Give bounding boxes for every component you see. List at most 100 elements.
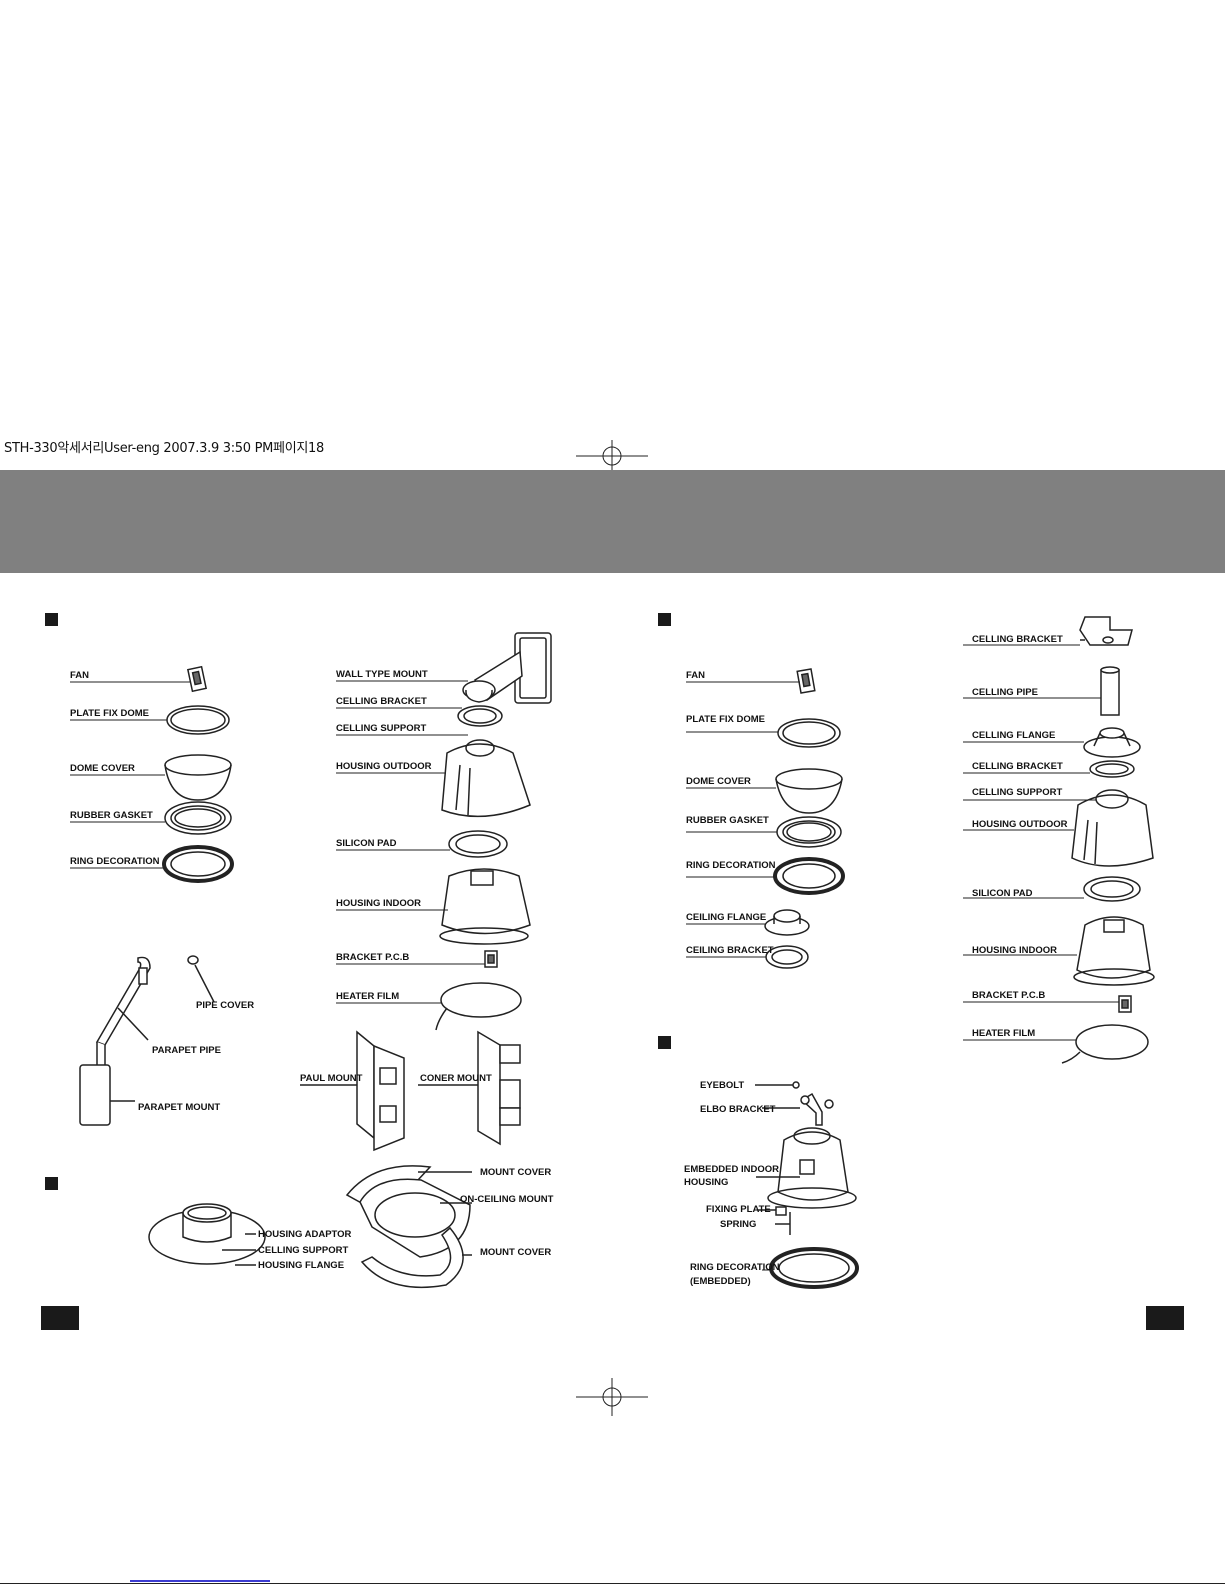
celling-flange-drawing — [1083, 727, 1141, 758]
rubber-gasket-b-drawing — [776, 816, 842, 848]
label-spring: SPRING — [720, 1219, 757, 1230]
label-ceiling-flange-b: CEILING FLANGE — [686, 912, 767, 923]
dome-cover-a-drawing — [164, 754, 232, 801]
label-coner-mount: CONER MOUNT — [420, 1073, 492, 1084]
ring-decoration-embedded-drawing — [762, 1247, 859, 1289]
label-housing-indoor-a: HOUSING INDOOR — [336, 898, 421, 909]
label-parapet-pipe: PARAPET PIPE — [152, 1045, 221, 1056]
housing-outdoor-c-drawing — [1071, 789, 1154, 867]
housing-indoor-c-drawing — [1073, 916, 1155, 986]
label-dome-cover-a: DOME COVER — [70, 763, 135, 774]
parapet-pipe-drawing — [79, 956, 151, 1126]
label-bracket-pcb-a: BRACKET P.C.B — [336, 952, 410, 963]
fan-a-drawing — [186, 665, 208, 693]
label-silicon-pad-a: SILICON PAD — [336, 838, 397, 849]
page-tab-left — [41, 1306, 79, 1330]
leader-lines-a — [70, 681, 190, 869]
label-parapet-mount: PARAPET MOUNT — [138, 1102, 221, 1113]
label-plate-fix-dome-b: PLATE FIX DOME — [686, 714, 765, 725]
plate-fix-dome-b-drawing — [777, 718, 841, 748]
dome-cover-b-drawing — [775, 768, 843, 814]
coner-mount-drawing — [418, 1030, 521, 1146]
label-ceiling-bracket-b: CEILING BRACKET — [686, 945, 774, 956]
label-eyebolt: EYEBOLT — [700, 1080, 745, 1091]
label-pipe-cover: PIPE COVER — [196, 1000, 255, 1011]
footer-rule — [0, 1583, 1225, 1584]
heater-film-a-drawing — [435, 982, 522, 1031]
label-bracket-pcb-c: BRACKET P.C.B — [972, 990, 1046, 1001]
embedded-indoor-housing-drawing — [756, 1127, 857, 1209]
section-marker-2 — [45, 1177, 58, 1190]
label-wall-type-mount: WALL TYPE MOUNT — [336, 669, 428, 680]
celling-bracket-a-drawing — [457, 705, 503, 727]
label-paul-mount: PAUL MOUNT — [300, 1073, 363, 1084]
label-fan-a: FAN — [70, 670, 89, 681]
paul-mount-drawing — [300, 1030, 405, 1152]
label-celling-pipe: CELLING PIPE — [972, 687, 1038, 698]
print-slug: STH-330악세서리User-eng 2007.3.9 3:50 PM페이지1… — [4, 441, 324, 456]
label-celling-bracket-c: CELLING BRACKET — [972, 634, 1063, 645]
ring-decoration-a-drawing — [162, 845, 234, 883]
leader-lines-c — [686, 681, 800, 958]
label-plate-fix-dome-a: PLATE FIX DOME — [70, 708, 149, 719]
label-celling-support-c: CELLING SUPPORT — [972, 787, 1063, 798]
label-housing-word: HOUSING — [684, 1177, 729, 1188]
label-elbo-bracket: ELBO BRACKET — [700, 1104, 776, 1115]
label-mount-cover-top: MOUNT COVER — [480, 1167, 552, 1178]
section-marker-3 — [658, 613, 671, 626]
section-marker-1 — [45, 613, 58, 626]
housing-outdoor-a-drawing — [441, 739, 531, 818]
label-rubber-gasket-b: RUBBER GASKET — [686, 815, 769, 826]
label-mount-cover-bottom: MOUNT COVER — [480, 1247, 552, 1258]
celling-bracket-d-drawing — [1089, 760, 1135, 778]
label-housing-outdoor-a: HOUSING OUTDOOR — [336, 761, 432, 772]
celling-pipe-drawing — [1100, 666, 1120, 716]
section-marker-4 — [658, 1036, 671, 1049]
label-on-ceiling-mount: ON-CEILING MOUNT — [460, 1194, 554, 1205]
heater-film-c-drawing — [1061, 1024, 1149, 1064]
label-ring-decoration-embedded: RING DECORATION — [690, 1262, 780, 1273]
mount-cover-drawing — [345, 1165, 472, 1289]
silicon-pad-c-drawing — [1083, 876, 1141, 902]
label-celling-support-b: CELLING SUPPORT — [258, 1245, 349, 1256]
crop-mark-bottom — [576, 1378, 648, 1416]
label-celling-bracket-d: CELLING BRACKET — [972, 761, 1063, 772]
silicon-pad-a-drawing — [448, 830, 508, 858]
elbo-bracket-drawing — [762, 1092, 834, 1126]
label-ring-decoration-b: RING DECORATION — [686, 860, 776, 871]
celling-bracket-c-drawing — [1079, 616, 1133, 646]
footer-link-underline[interactable] — [130, 1580, 270, 1582]
fixing-plate-drawing — [758, 1206, 791, 1235]
label-heater-film-c: HEATER FILM — [972, 1028, 1036, 1039]
bracket-pcb-c-drawing — [1118, 995, 1132, 1013]
plate-fix-dome-a-drawing — [166, 705, 230, 735]
label-embedded-indoor: EMBEDDED INDOOR — [684, 1164, 780, 1175]
housing-flange-drawing — [148, 1203, 266, 1266]
label-heater-film-a: HEATER FILM — [336, 991, 400, 1002]
label-fixing-plate: FIXING PLATE — [706, 1204, 771, 1215]
label-housing-outdoor-c: HOUSING OUTDOOR — [972, 819, 1068, 830]
label-ring-decoration-a: RING DECORATION — [70, 856, 160, 867]
label-housing-indoor-c: HOUSING INDOOR — [972, 945, 1057, 956]
label-housing-flange: HOUSING FLANGE — [258, 1260, 345, 1271]
fan-b-drawing — [796, 668, 816, 694]
housing-indoor-a-drawing — [439, 868, 531, 945]
label-rubber-gasket-a: RUBBER GASKET — [70, 810, 153, 821]
label-fan-b: FAN — [686, 670, 705, 681]
label-silicon-pad-c: SILICON PAD — [972, 888, 1033, 899]
rubber-gasket-a-drawing — [164, 801, 232, 835]
label-celling-flange: CELLING FLANGE — [972, 730, 1056, 741]
leader-lines-d — [963, 644, 1119, 1041]
wall-type-mount-drawing — [462, 632, 552, 704]
pipe-cover-drawing — [187, 955, 215, 1003]
page-tab-right — [1146, 1306, 1184, 1330]
bracket-pcb-a-drawing — [484, 950, 498, 968]
ring-decoration-b-drawing — [773, 857, 845, 895]
label-housing-adaptor: HOUSING ADAPTOR — [258, 1229, 352, 1240]
header-band — [0, 470, 1225, 573]
label-embedded-paren: (EMBEDDED) — [690, 1276, 751, 1287]
crop-mark-top — [576, 440, 648, 474]
ceiling-flange-b-drawing — [764, 909, 810, 936]
eyebolt-drawing — [755, 1081, 800, 1089]
